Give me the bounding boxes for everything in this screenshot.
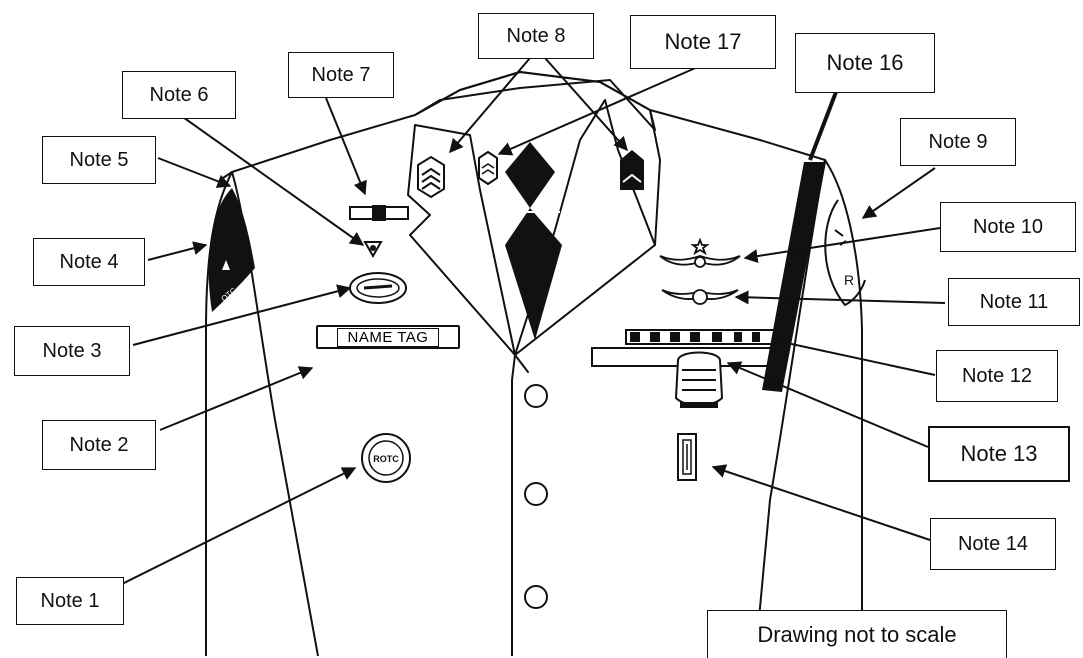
note-8-label: Note 8	[478, 13, 594, 59]
note-4-label: Note 4	[33, 238, 145, 286]
arrow-note-11	[734, 290, 946, 305]
note-17-label: Note 17	[630, 15, 776, 69]
note-2-label: Note 2	[42, 420, 156, 470]
unit-crest	[363, 241, 383, 259]
shoulder-patch-left: OTC	[208, 188, 255, 312]
arrow-note-8b	[544, 57, 628, 152]
collar-rank-right	[620, 150, 644, 190]
svg-text:R: R	[844, 272, 854, 288]
note-6-label: Note 6	[122, 71, 236, 119]
svg-text:ROTC: ROTC	[373, 454, 399, 464]
academic-bar	[349, 205, 409, 221]
collar-rank-small	[478, 150, 498, 186]
button-2	[524, 482, 548, 506]
note-10-label: Note 10	[940, 202, 1076, 252]
note-12-label: Note 12	[936, 350, 1058, 402]
arrow-note-17	[497, 65, 701, 156]
note-14-label: Note 14	[930, 518, 1056, 570]
arrow-note-2	[159, 366, 314, 431]
arrow-note-1	[119, 467, 357, 586]
shoulder-cord	[762, 162, 826, 392]
oval-badge	[349, 272, 407, 304]
left-lapel	[407, 124, 516, 356]
arrow-note-5	[157, 157, 232, 188]
jrotc-emblem: ROTC	[361, 433, 411, 483]
necktie	[505, 142, 562, 340]
rank-tab-badge	[677, 433, 697, 481]
front-opening-inner	[514, 354, 529, 373]
wings-badge-upper	[659, 237, 741, 268]
name-tag-text: NAME TAG	[336, 327, 440, 347]
scale-caption: Drawing not to scale	[707, 610, 1007, 658]
name-tag: NAME TAG	[316, 325, 460, 349]
arrow-note-14	[711, 464, 931, 541]
ribbon-bar	[625, 329, 775, 345]
note-16-label: Note 16	[795, 33, 935, 93]
note-11-label: Note 11	[948, 278, 1080, 326]
wings-badge-lower	[661, 289, 739, 305]
arrow-note-13	[726, 361, 929, 448]
button-3	[524, 585, 548, 609]
left-sleeve-seam	[231, 171, 319, 656]
arrow-note-7	[325, 97, 367, 196]
note-9-label: Note 9	[900, 118, 1016, 166]
arrow-note-10	[743, 227, 941, 264]
arrow-note-6	[179, 114, 365, 246]
button-1	[524, 384, 548, 408]
note-3-label: Note 3	[14, 326, 130, 376]
leader-note-16	[808, 91, 838, 161]
front-opening	[511, 354, 516, 656]
note-13-label: Note 13	[928, 426, 1070, 482]
arrow-note-9	[861, 167, 936, 219]
note-5-label: Note 5	[42, 136, 156, 184]
note-7-label: Note 7	[288, 52, 394, 98]
right-collar-edge	[649, 109, 661, 246]
leader-note-12	[772, 339, 936, 376]
medal-badge	[674, 351, 724, 408]
note-1-label: Note 1	[16, 577, 124, 625]
arrow-note-4	[147, 241, 208, 261]
arrow-note-8a	[449, 57, 531, 154]
collar-rank-left	[417, 155, 445, 199]
arrow-note-3	[132, 284, 352, 346]
